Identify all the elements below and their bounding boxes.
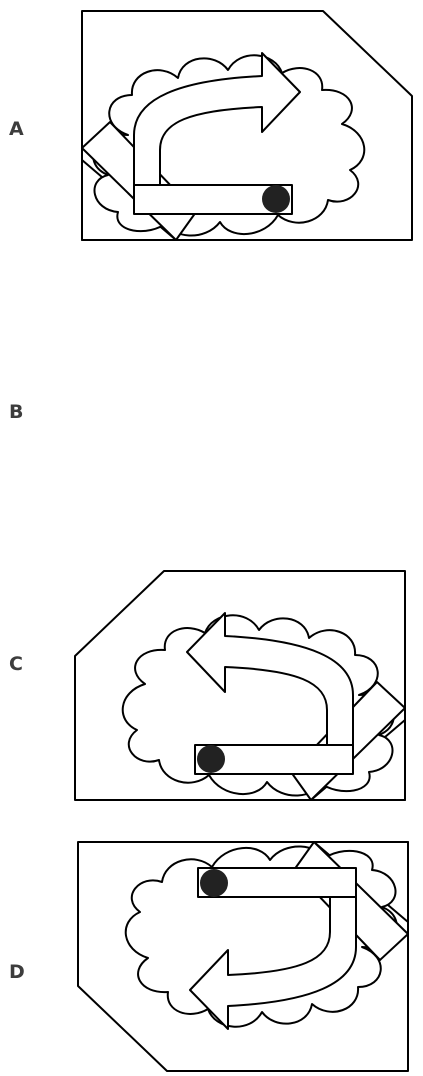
option-label: B — [9, 401, 24, 423]
option-label: A — [9, 118, 24, 140]
figure-a — [81, 10, 413, 241]
option-a[interactable]: A — [0, 0, 423, 268]
option-label: D — [9, 961, 25, 983]
figure-b — [0, 268, 423, 536]
figure-c — [74, 570, 406, 801]
option-b[interactable]: B — [0, 268, 423, 536]
option-label: C — [9, 653, 23, 675]
option-d[interactable]: D — [0, 808, 423, 1076]
figure-d — [77, 841, 409, 1072]
option-c[interactable]: C — [0, 540, 423, 808]
